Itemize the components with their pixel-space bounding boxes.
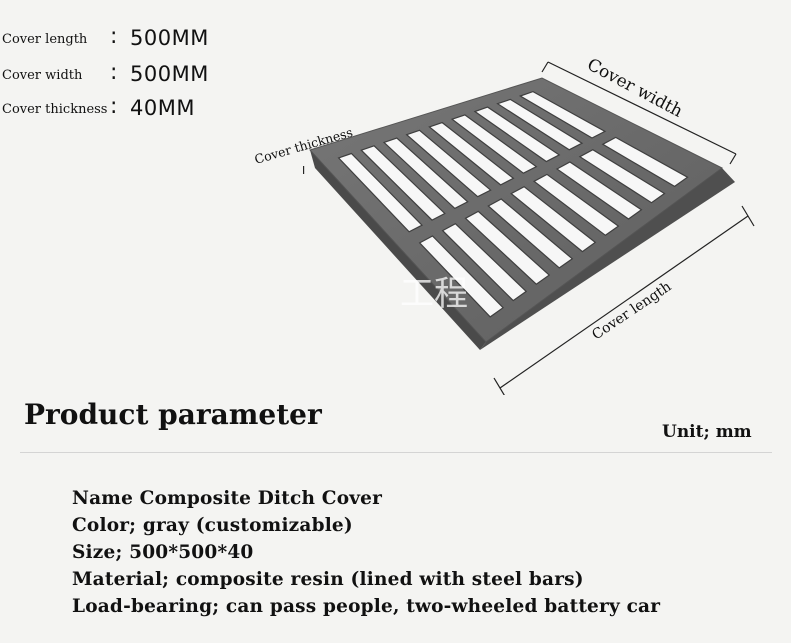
grate-slot <box>441 222 528 302</box>
spec-colon: : <box>110 24 118 49</box>
grate-slot <box>405 129 492 198</box>
grate-slot <box>487 198 574 269</box>
grate-top-face <box>309 77 723 343</box>
spec-value: 40MM <box>130 96 195 120</box>
grate-slot <box>360 145 446 221</box>
param-list: Name Composite Ditch Cover Color; gray (… <box>72 485 660 620</box>
ditch-cover-image: Cover thickness I Cover width Cover leng… <box>253 55 755 395</box>
length-dimension-line <box>499 215 749 389</box>
divider <box>20 452 772 453</box>
spec-value: 500MM <box>130 26 209 50</box>
grate-slot <box>510 185 597 253</box>
grate-front-face <box>480 168 735 350</box>
spec-label: Cover width <box>2 68 83 83</box>
watermark: 工程 <box>400 274 468 314</box>
grate-slot <box>382 137 469 210</box>
param-load-bearing: Load-bearing; can pass people, two-wheel… <box>72 596 661 617</box>
spec-colon: : <box>110 94 118 119</box>
grate-slot <box>578 149 666 204</box>
grate-slot <box>337 152 424 233</box>
width-dimension-line <box>547 61 737 155</box>
param-material: Material; composite resin (lined with st… <box>72 569 584 590</box>
param-size: Size; 500*500*40 <box>72 542 254 563</box>
spec-value: 500MM <box>130 62 209 86</box>
grate-slot <box>496 98 584 151</box>
unit-label: Unit; mm <box>662 422 752 442</box>
grate-slot <box>428 121 515 186</box>
grate-slots <box>337 90 689 318</box>
grate-slot <box>473 106 561 163</box>
grate-slot <box>418 235 505 318</box>
label-cover-length: Cover length <box>589 279 674 344</box>
grate-slot <box>518 90 607 139</box>
thickness-marker: I <box>302 164 305 177</box>
spec-colon: : <box>110 60 118 85</box>
param-color: Color; gray (customizable) <box>72 515 353 536</box>
grate-side-face <box>310 150 486 350</box>
grate-slot <box>464 210 551 285</box>
spec-label: Cover thickness <box>2 102 108 117</box>
grate-slot <box>532 173 620 237</box>
grate-slot <box>555 161 643 220</box>
grate-slot <box>601 136 689 188</box>
spec-label: Cover length <box>2 32 88 47</box>
section-title: Product parameter <box>24 398 322 431</box>
param-name: Name Composite Ditch Cover <box>72 488 383 509</box>
grate-slot <box>450 114 538 174</box>
